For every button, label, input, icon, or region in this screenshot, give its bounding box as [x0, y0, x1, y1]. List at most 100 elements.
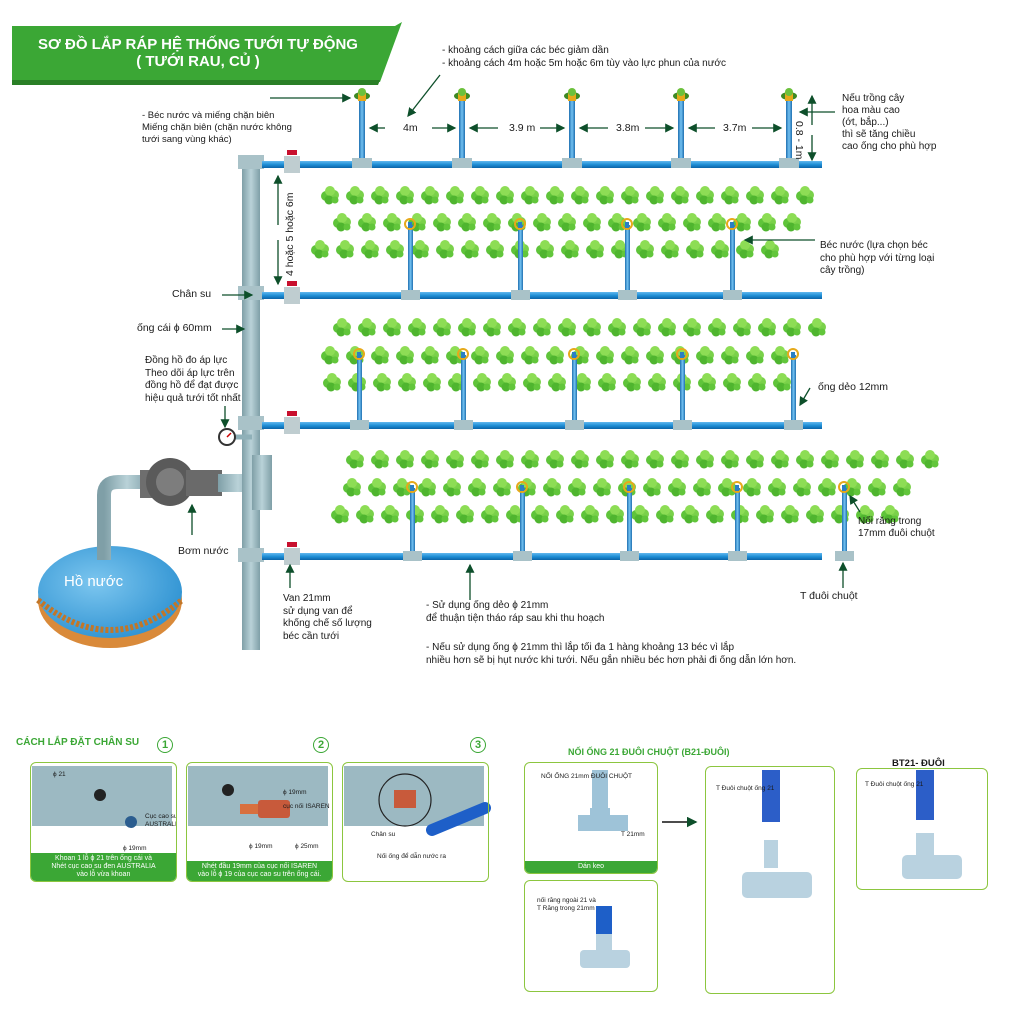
plant [633, 318, 651, 337]
plant [323, 373, 341, 392]
plant [596, 346, 614, 365]
plant [671, 186, 689, 205]
step-1-panel: ϕ 21 Cục cao su AUSTRALIA ϕ 19mm Khoan 1… [30, 762, 177, 882]
plant [471, 450, 489, 469]
step-3-note: Nối ống để dẫn nước ra [377, 853, 446, 860]
plant [421, 450, 439, 469]
plant [781, 505, 799, 524]
title-banner-text: SƠ ĐỒ LẮP RÁP HỆ THỐNG TƯỚI TỰ ĐỘNG ( TƯ… [28, 36, 368, 70]
step-1-caption: Khoan 1 lỗ ϕ 21 trên ống cái và Nhét cục… [31, 853, 176, 881]
plant [523, 373, 541, 392]
plant [893, 478, 911, 497]
connector-1-t: T 21mm [621, 831, 645, 838]
plant [568, 478, 586, 497]
dim-label-2: 3.9 m [509, 122, 536, 134]
plant [433, 213, 451, 232]
limit-note: - Nếu sử dụng ống ϕ 21mm thì lắp tối đa … [426, 642, 797, 666]
plant [756, 505, 774, 524]
plant [621, 450, 639, 469]
connector-1-top: NỐI ỐNG 21mm ĐUÔI CHUỘT [541, 773, 633, 780]
plant [718, 478, 736, 497]
step-2-panel: ϕ 19mm cục nối ISAREN ϕ 19mm ϕ 25mm Nhét… [186, 762, 333, 882]
plant [696, 346, 714, 365]
rubber-foot-label: Chân su [172, 288, 212, 300]
step-2-part: cục nối ISAREN [283, 803, 330, 810]
plant [646, 346, 664, 365]
plant [868, 478, 886, 497]
plant [561, 240, 579, 259]
plant [346, 186, 364, 205]
pump-label: Bơm nước [178, 545, 229, 557]
bt21-title: BT21- ĐUÔI [892, 758, 945, 769]
step-1-phi-19: ϕ 19mm [123, 845, 147, 852]
plant [456, 505, 474, 524]
main-pipe-label: ống cái ϕ 60mm [137, 322, 212, 334]
plant [471, 186, 489, 205]
plant [436, 240, 454, 259]
plant [648, 373, 666, 392]
plant [446, 450, 464, 469]
connector-panel-3: T Đuôi chuột ống 21 [705, 766, 835, 994]
plant [433, 318, 451, 337]
plant [356, 505, 374, 524]
plant [796, 186, 814, 205]
water-tank-label: Hồ nước [64, 573, 124, 590]
plant [343, 478, 361, 497]
plant [508, 318, 526, 337]
plant [531, 505, 549, 524]
plant [808, 318, 826, 337]
plant [421, 346, 439, 365]
sprinkler-end-note: - Béc nước và miếng chặn biên Miếng chặn… [142, 110, 292, 145]
plant [596, 186, 614, 205]
plant [381, 505, 399, 524]
step-2-19: ϕ 19mm [249, 843, 273, 850]
pressure-gauge-label: Đồng hồ đo áp lực Theo dõi áp lực trên đ… [145, 355, 241, 404]
plant [533, 213, 551, 232]
field-risers [350, 218, 854, 561]
plant [583, 213, 601, 232]
plant [658, 318, 676, 337]
plant [571, 186, 589, 205]
title-line-1: SƠ ĐỒ LẮP RÁP HỆ THỐNG TƯỚI TỰ ĐỘNG [38, 36, 358, 53]
plant [581, 505, 599, 524]
plant [336, 240, 354, 259]
step-1-badge: 1 [157, 737, 173, 753]
step-3-panel: Chân su Nối ống để dẫn nước ra [342, 762, 489, 882]
valve-label: Van 21mm sử dụng van để khống chế số lượ… [283, 593, 372, 642]
plant [761, 240, 779, 259]
plant [743, 478, 761, 497]
plant [586, 240, 604, 259]
plant [706, 505, 724, 524]
plant [521, 450, 539, 469]
plant [623, 373, 641, 392]
plant [558, 318, 576, 337]
plant [661, 240, 679, 259]
row-gap-label: 4 hoặc 5 hoặc 6m [284, 192, 296, 276]
plant [461, 240, 479, 259]
plant [683, 213, 701, 232]
step-2-caption: Nhét đầu 19mm của cục nối ISAREN vào lỗ … [187, 861, 332, 881]
plant [783, 213, 801, 232]
plant [818, 478, 836, 497]
plant [408, 318, 426, 337]
plant [418, 478, 436, 497]
flex-pipe-label: ống dẻo 12mm [818, 381, 889, 393]
plant [333, 318, 351, 337]
plant [643, 478, 661, 497]
plant [896, 450, 914, 469]
step-1-part: Cục cao su AUSTRALIA [145, 813, 177, 828]
step-3-badge: 3 [470, 737, 486, 753]
plant [383, 213, 401, 232]
plant [606, 505, 624, 524]
step-2-25: ϕ 25mm [295, 843, 319, 850]
tall-crop-note: Nếu trồng cây hoa màu cao (ớt, bắp...) t… [842, 93, 937, 152]
plant [496, 186, 514, 205]
plant [368, 478, 386, 497]
plant [443, 478, 461, 497]
plant [423, 373, 441, 392]
dim-label-1: 4m [403, 122, 418, 134]
plant [393, 478, 411, 497]
plant [733, 318, 751, 337]
plant [371, 186, 389, 205]
